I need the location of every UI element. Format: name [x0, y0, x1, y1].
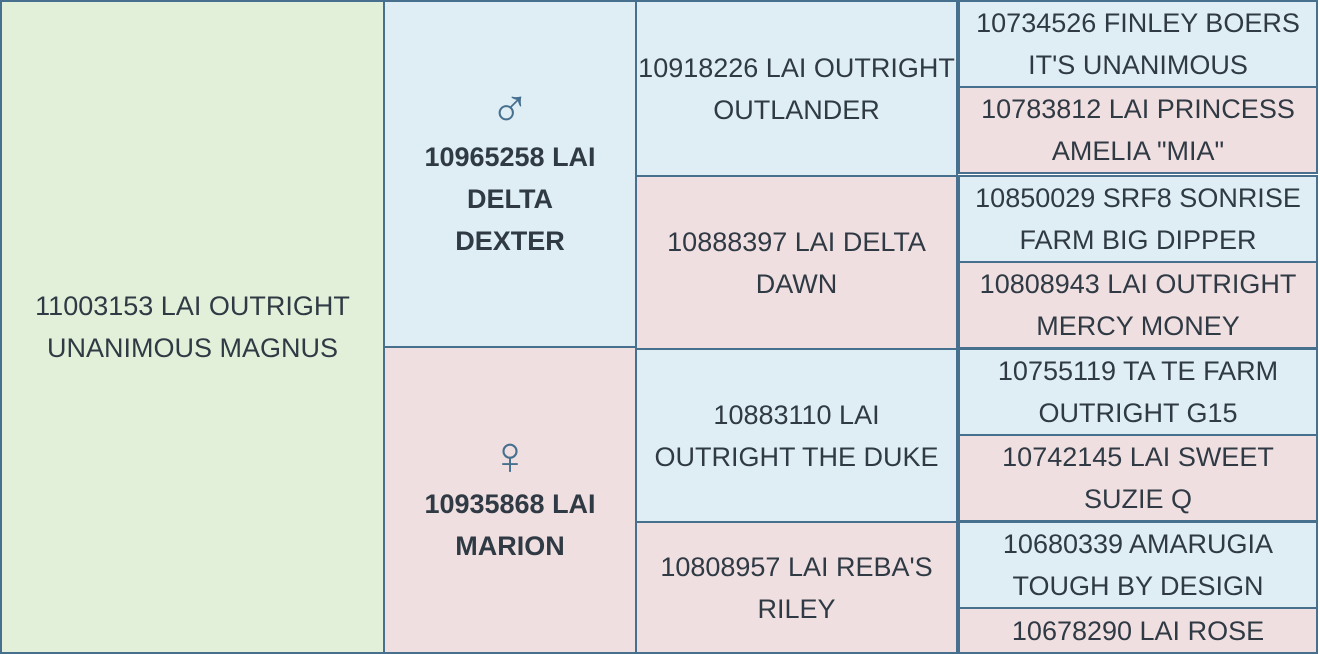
great-grandparent-cell: 10742145 LAI SWEET SUZIE Q [958, 434, 1318, 522]
grandparent-cell: 10808957 LAI REBA'S RILEY [635, 521, 958, 654]
great-grandparent-cell: 10808943 LAI OUTRIGHT MERCY MONEY [958, 261, 1318, 349]
subject-cell: 11003153 LAI OUTRIGHT UNANIMOUS MAGNUS [0, 0, 385, 654]
grandparent-name: 10888397 LAI DELTA DAWN [667, 226, 926, 299]
great-grandparent-cell: 10783812 LAI PRINCESS AMELIA "MIA" [958, 86, 1318, 174]
great-grandparent-name: 10755119 TA TE FARM OUTRIGHT G15 [997, 356, 1279, 428]
sire-cell: ♂ 10965258 LAI DELTA DEXTER [383, 0, 637, 348]
great-grandparent-cell: 10850029 SRF8 SONRISE FARM BIG DIPPER [958, 175, 1318, 263]
grandparent-cell: 10883110 LAI OUTRIGHT THE DUKE [635, 348, 958, 523]
grandparent-name: 10808957 LAI REBA'S RILEY [660, 551, 933, 624]
sire-name: 10965258 LAI DELTA DEXTER [424, 142, 596, 256]
great-grandparent-cell: 10734526 FINLEY BOERS IT'S UNANIMOUS [958, 0, 1318, 88]
great-grandparent-name: 10680339 AMARUGIA TOUGH BY DESIGN [1002, 529, 1274, 601]
great-grandparent-name: 10783812 LAI PRINCESS AMELIA "MIA" [981, 94, 1295, 166]
great-grandparent-name: 10808943 LAI OUTRIGHT MERCY MONEY [979, 269, 1297, 341]
subject-name: 11003153 LAI OUTRIGHT UNANIMOUS MAGNUS [35, 291, 350, 363]
great-grandparent-name: 10850029 SRF8 SONRISE FARM BIG DIPPER [975, 183, 1301, 255]
great-grandparent-cell: 10755119 TA TE FARM OUTRIGHT G15 [958, 348, 1318, 436]
female-symbol-icon: ♀ [489, 426, 531, 486]
grandparent-cell: 10918226 LAI OUTRIGHT OUTLANDER [635, 0, 958, 177]
grandparent-name: 10883110 LAI OUTRIGHT THE DUKE [654, 399, 939, 472]
great-grandparent-cell: 10680339 AMARUGIA TOUGH BY DESIGN [958, 521, 1318, 609]
grandparent-cell: 10888397 LAI DELTA DAWN [635, 175, 958, 350]
male-symbol-icon: ♂ [489, 79, 531, 139]
great-grandparent-cell: 10678290 LAI ROSE [958, 607, 1318, 654]
grandparent-name: 10918226 LAI OUTRIGHT OUTLANDER [638, 52, 955, 125]
great-grandparent-name: 10734526 FINLEY BOERS IT'S UNANIMOUS [976, 8, 1300, 80]
dam-name: 10935868 LAI MARION [424, 489, 596, 561]
great-grandparent-name: 10742145 LAI SWEET SUZIE Q [1002, 442, 1274, 514]
dam-cell: ♀ 10935868 LAI MARION [383, 346, 637, 654]
great-grandparent-name: 10678290 LAI ROSE [1011, 615, 1265, 646]
